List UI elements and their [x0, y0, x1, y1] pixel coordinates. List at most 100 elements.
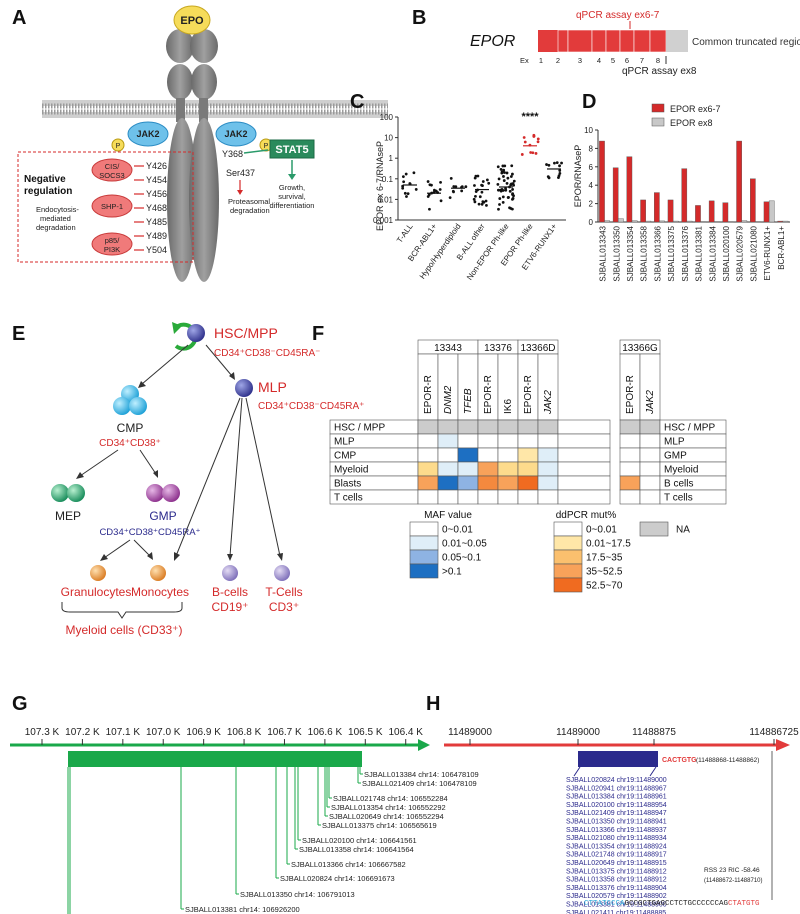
f-cell-0-2: [457, 419, 479, 435]
c-point-4-25: [501, 164, 505, 168]
d-category-9: SJBALL020100: [722, 225, 731, 281]
c-point-4-19: [505, 171, 509, 175]
f-rowlabel-r-5: T cells: [664, 493, 693, 504]
d-bar-0-3: [640, 199, 646, 223]
f-cell-r-1-1: [639, 433, 661, 449]
exon-5: [605, 29, 621, 53]
f-cell-2-3: [477, 447, 499, 463]
growth-line-2: survival,: [278, 192, 306, 201]
c-point-2-7: [452, 185, 456, 188]
c-point-1-5: [428, 183, 432, 187]
c-point-4-20: [496, 188, 500, 192]
c-point-5-1: [520, 153, 524, 156]
h-seq-c: CTATGTG: [728, 900, 760, 908]
f-rowlabel-r-4: B cells: [664, 479, 693, 490]
d-bar-1-6: [686, 220, 693, 223]
cmp-cell: [129, 397, 147, 415]
granulocyte-cell: [90, 565, 106, 581]
f-rowlabel-2: CMP: [334, 451, 357, 462]
c-point-0-9: [412, 171, 416, 175]
growth-line-3: differentiation: [270, 201, 315, 210]
regulator-label-1: SHP-1: [101, 202, 123, 211]
regulator-oval-2: [91, 232, 133, 256]
c-point-4-43: [501, 201, 505, 204]
d-category-5: SJBALL013375: [667, 225, 676, 281]
f-cell-3-3: [477, 461, 499, 477]
exon-prefix: Ex: [520, 56, 529, 65]
h-label-8: SJBALL013354 chr19:11488924: [566, 843, 667, 850]
tyrosine-Y489: Y489: [146, 231, 167, 241]
c-point-3-19: [481, 200, 485, 204]
epor-receptor: [166, 29, 219, 282]
qpcr-ex8-label: qPCR assay ex8: [622, 66, 697, 77]
tcells-label: T-Cells: [265, 585, 302, 599]
c-point-0-5: [402, 180, 406, 184]
h-label-15: SJBALL013381 chr19:11488900: [566, 902, 667, 909]
d-bar-1-0: [604, 220, 610, 223]
f-cell-3-5: [517, 461, 539, 477]
jak2-left: [127, 121, 169, 147]
h-label-9: SJBALL021748 chr19:11488917: [566, 852, 667, 859]
panel-e: E HSC/MPP CD34⁺CD38⁻CD45RA⁻ MLP CD34⁺CD3…: [12, 322, 364, 637]
f-cell-4-6: [537, 475, 559, 491]
f-cell-0-6: [537, 419, 559, 435]
c-point-4-39: [500, 171, 504, 175]
f-group-0: 13343: [434, 343, 462, 354]
c-point-6-10: [555, 161, 559, 164]
f-na-swatch: [639, 521, 669, 537]
h-label-14: SJBALL020579 chr19:11488902: [566, 893, 667, 900]
f-spacer-2: [557, 447, 611, 463]
h-lead-right: [649, 766, 657, 777]
qpcr-ex67-label: qPCR assay ex6-7: [576, 10, 660, 21]
c-point-1-9: [428, 207, 431, 211]
c-point-3-21: [485, 178, 489, 182]
d-bar-1-5: [672, 220, 679, 223]
f-dd-swatch-0: [553, 521, 583, 537]
c-point-1-11: [438, 188, 442, 191]
exon-1: [538, 30, 558, 52]
b-cell: [222, 565, 238, 581]
f-colhead-1: DNM2: [443, 385, 454, 414]
f-cell-5-4: [497, 489, 519, 505]
regulator-oval-1: [91, 194, 133, 218]
truncated-label: Common truncated region: [692, 37, 800, 48]
f-colhead-r0: EPOR-R: [625, 375, 636, 414]
d-ytick-label-6: 6: [589, 163, 594, 172]
f-maf-swatch-0: [409, 521, 439, 537]
h-label-5: SJBALL013350 chr19:11488941: [566, 819, 667, 826]
c-point-2-9: [460, 189, 464, 193]
h-label-4: SJBALL021409 chr19:11488947: [566, 810, 667, 817]
f-cell-5-6: [537, 489, 559, 505]
c-point-4-32: [497, 207, 500, 211]
c-point-3-18: [485, 203, 488, 207]
f-cell-r-0-0: [619, 419, 641, 435]
f-cell-1-3: [477, 433, 499, 449]
f-cell-r-2-0: [619, 447, 641, 463]
c-point-4-18: [499, 167, 503, 171]
f-rowlabel-4: Blasts: [334, 479, 361, 490]
f-cell-r-4-1: [639, 475, 661, 491]
h-label-13: SJBALL013376 chr19:11488904: [566, 885, 667, 892]
d-category-0: SJBALL013343: [599, 225, 608, 281]
d-bar-1-1: [618, 218, 624, 223]
d-category-2: SJBALL013354: [626, 225, 635, 281]
exon-number-8: 8: [656, 56, 660, 65]
c-point-3-11: [480, 183, 484, 187]
c-point-0-0: [404, 172, 408, 176]
h-tick-label-0: 11489000: [448, 727, 492, 738]
f-rowlabel-3: Myeloid: [334, 465, 368, 476]
d-bar-0-8: [708, 200, 715, 223]
h-lead-left: [573, 766, 581, 777]
c-ytick-label-0.001: 0.001: [373, 216, 394, 225]
epor-gene-label: EPOR: [470, 33, 516, 50]
c-point-3-4: [476, 174, 480, 178]
c-point-3-13: [477, 202, 481, 206]
c-point-4-23: [511, 172, 514, 176]
c-point-4-41: [505, 182, 509, 185]
f-dd-label-2: 17.5~35: [586, 553, 623, 564]
g-label-9: SJBALL020824 chr14: 106691673: [280, 874, 395, 883]
d-bar-0-12: [763, 201, 770, 223]
d-legend-label-0: EPOR ex6-7: [670, 104, 721, 114]
